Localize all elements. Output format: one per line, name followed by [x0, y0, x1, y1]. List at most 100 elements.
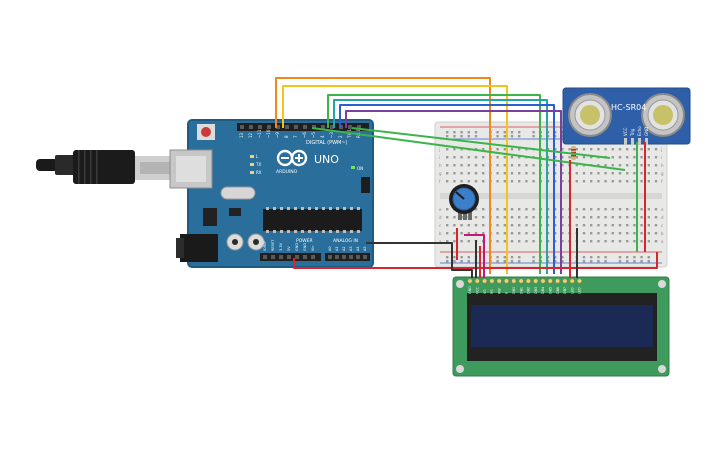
breadboard-hole[interactable]: [647, 240, 650, 243]
breadboard-hole[interactable]: [604, 216, 607, 219]
breadboard-hole[interactable]: [582, 148, 586, 151]
breadboard-hole[interactable]: [503, 148, 506, 151]
breadboard-hole[interactable]: [510, 232, 514, 235]
breadboard-hole[interactable]: [626, 164, 629, 167]
breadboard-rail-hole[interactable]: [518, 135, 521, 138]
breadboard-rail-hole[interactable]: [496, 131, 499, 134]
breadboard-hole[interactable]: [518, 240, 521, 243]
breadboard-rail-hole[interactable]: [503, 135, 506, 138]
power-pin-hole[interactable]: [295, 255, 299, 259]
breadboard-hole[interactable]: [496, 240, 499, 243]
breadboard-hole[interactable]: [597, 240, 600, 243]
breadboard-hole[interactable]: [446, 216, 449, 219]
breadboard-hole[interactable]: [446, 172, 449, 175]
breadboard-hole[interactable]: [496, 216, 499, 219]
breadboard-rail-hole[interactable]: [647, 256, 650, 259]
breadboard-hole[interactable]: [582, 156, 586, 159]
breadboard-hole[interactable]: [482, 232, 485, 235]
breadboard-rail-hole[interactable]: [510, 131, 514, 134]
breadboard-hole[interactable]: [626, 224, 629, 227]
breadboard-rail-hole[interactable]: [633, 256, 636, 259]
breadboard-rail-hole[interactable]: [467, 135, 470, 138]
analog-pin-hole[interactable]: [349, 255, 353, 259]
breadboard-hole[interactable]: [568, 156, 571, 159]
breadboard-hole[interactable]: [525, 172, 528, 175]
breadboard-hole[interactable]: [633, 232, 636, 235]
breadboard-hole[interactable]: [618, 232, 622, 235]
breadboard-hole[interactable]: [626, 180, 629, 183]
breadboard-hole[interactable]: [575, 148, 578, 151]
breadboard-hole[interactable]: [474, 232, 478, 235]
breadboard-rail-hole[interactable]: [453, 131, 456, 134]
breadboard-rail-hole[interactable]: [474, 131, 478, 134]
breadboard-hole[interactable]: [618, 156, 622, 159]
breadboard-hole[interactable]: [554, 240, 557, 243]
breadboard-hole[interactable]: [482, 216, 485, 219]
breadboard-hole[interactable]: [496, 172, 499, 175]
power-pin-hole[interactable]: [303, 255, 307, 259]
breadboard-hole[interactable]: [654, 224, 658, 227]
breadboard-hole[interactable]: [654, 148, 658, 151]
breadboard-hole[interactable]: [654, 216, 658, 219]
breadboard-hole[interactable]: [510, 216, 514, 219]
breadboard-rail-hole[interactable]: [474, 135, 478, 138]
lcd-pin[interactable]: [533, 278, 539, 284]
breadboard-hole[interactable]: [453, 180, 456, 183]
breadboard-hole[interactable]: [640, 240, 643, 243]
breadboard-hole[interactable]: [597, 148, 600, 151]
breadboard-hole[interactable]: [554, 172, 557, 175]
breadboard-rail-hole[interactable]: [460, 131, 463, 134]
breadboard-hole[interactable]: [561, 172, 564, 175]
breadboard-hole[interactable]: [568, 148, 571, 151]
breadboard-rail-hole[interactable]: [597, 260, 600, 263]
breadboard-hole[interactable]: [503, 232, 506, 235]
breadboard-hole[interactable]: [633, 224, 636, 227]
breadboard-hole[interactable]: [647, 224, 650, 227]
breadboard-hole[interactable]: [575, 224, 578, 227]
breadboard-hole[interactable]: [474, 172, 478, 175]
breadboard-rail-hole[interactable]: [618, 260, 622, 263]
breadboard-rail-hole[interactable]: [453, 256, 456, 259]
breadboard-hole[interactable]: [640, 148, 643, 151]
breadboard-rail-hole[interactable]: [503, 256, 506, 259]
breadboard-rail-hole[interactable]: [503, 260, 506, 263]
breadboard-hole[interactable]: [633, 208, 636, 211]
breadboard-hole[interactable]: [510, 180, 514, 183]
breadboard-rail-hole[interactable]: [561, 135, 564, 138]
breadboard-hole[interactable]: [460, 156, 463, 159]
breadboard-hole[interactable]: [453, 232, 456, 235]
breadboard-hole[interactable]: [640, 232, 643, 235]
breadboard-hole[interactable]: [474, 216, 478, 219]
breadboard-rail-hole[interactable]: [446, 260, 449, 263]
breadboard-rail-hole[interactable]: [453, 260, 456, 263]
breadboard-hole[interactable]: [467, 232, 470, 235]
breadboard-hole[interactable]: [460, 224, 463, 227]
breadboard-hole[interactable]: [597, 180, 600, 183]
power-pin-hole[interactable]: [263, 255, 267, 259]
breadboard-hole[interactable]: [597, 216, 600, 219]
breadboard-rail-hole[interactable]: [561, 256, 564, 259]
lcd-pin[interactable]: [562, 278, 568, 284]
breadboard-hole[interactable]: [554, 164, 557, 167]
lcd-pin[interactable]: [511, 278, 517, 284]
breadboard-hole[interactable]: [575, 208, 578, 211]
breadboard-rail-hole[interactable]: [554, 256, 557, 259]
lcd-pin[interactable]: [525, 278, 531, 284]
breadboard-hole[interactable]: [554, 216, 557, 219]
breadboard-hole[interactable]: [611, 156, 614, 159]
digital-pin-hole[interactable]: [348, 125, 352, 129]
digital-pin-hole[interactable]: [357, 125, 361, 129]
breadboard-hole[interactable]: [460, 240, 463, 243]
breadboard-rail-hole[interactable]: [518, 256, 521, 259]
breadboard-hole[interactable]: [561, 148, 564, 151]
breadboard-hole[interactable]: [590, 148, 593, 151]
breadboard-hole[interactable]: [654, 156, 658, 159]
breadboard-hole[interactable]: [525, 232, 528, 235]
breadboard-hole[interactable]: [518, 172, 521, 175]
breadboard-hole[interactable]: [626, 148, 629, 151]
breadboard-hole[interactable]: [590, 208, 593, 211]
breadboard-rail-hole[interactable]: [618, 256, 622, 259]
breadboard-hole[interactable]: [575, 156, 578, 159]
breadboard-hole[interactable]: [453, 156, 456, 159]
lcd-pin[interactable]: [569, 278, 575, 284]
